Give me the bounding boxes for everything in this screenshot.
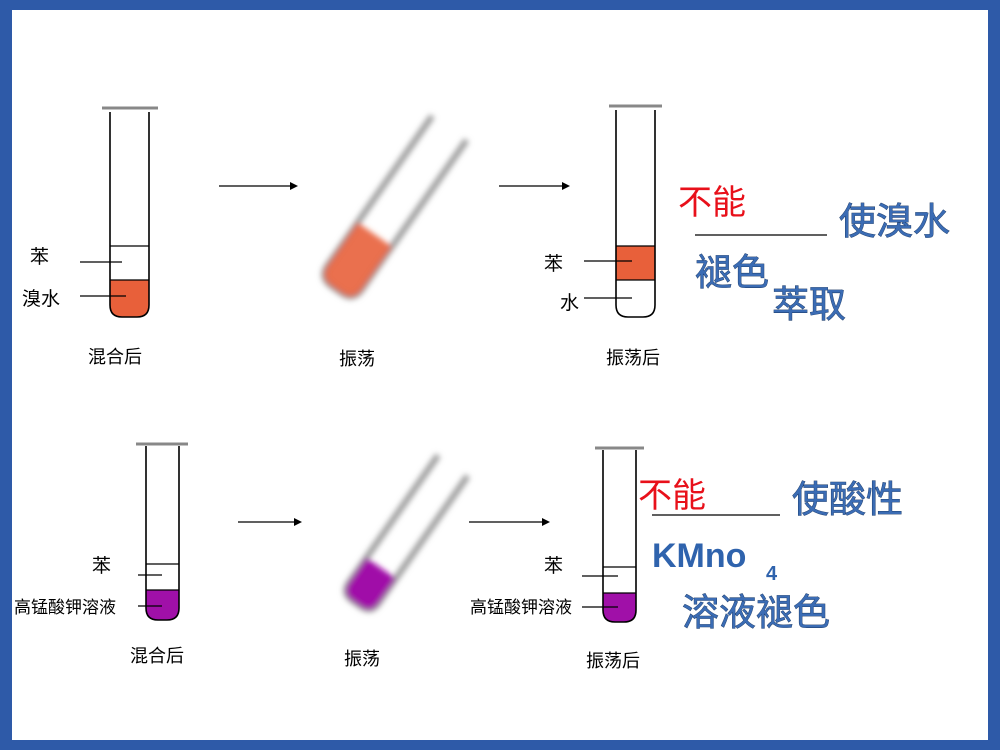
label-water: 水 <box>560 292 579 314</box>
label-kmno4-solution: 高锰酸钾溶液 <box>14 598 116 618</box>
test-tube <box>615 110 656 318</box>
answer-line1: 使酸性 <box>792 478 903 521</box>
caption-after-shaking: 振荡后 <box>606 348 660 369</box>
mixed-liquid <box>346 557 396 610</box>
slide: 苯 溴水 混合后 振荡 苯 水 振荡后 不能 使溴水 褪色 萃取 <box>12 10 988 740</box>
row2-answer: 不能 使酸性 KMno 4 溶液褪色 <box>638 476 903 634</box>
mixed-liquid <box>324 222 392 297</box>
row2-tube3: 苯 高锰酸钾溶液 振荡后 <box>470 446 644 672</box>
answer-line1: 使溴水 <box>839 200 950 243</box>
arrow-head <box>290 182 298 190</box>
label-benzene: 苯 <box>544 555 563 577</box>
answer-line3: 溶液褪色 <box>682 591 830 634</box>
answer-red-text: 不能 <box>678 183 746 223</box>
arrow-head <box>294 518 302 526</box>
caption-shaking: 振荡 <box>339 349 375 370</box>
kmno4-layer <box>603 593 636 622</box>
bromine-water-layer <box>110 280 149 317</box>
answer-red-text: 不能 <box>638 476 706 516</box>
diagram-canvas: 苯 溴水 混合后 振荡 苯 水 振荡后 不能 使溴水 褪色 萃取 <box>14 104 950 672</box>
formula-kmno: KMno <box>652 537 746 575</box>
caption-mixed: 混合后 <box>130 646 184 667</box>
label-benzene: 苯 <box>30 246 49 268</box>
test-tube <box>145 446 180 621</box>
benzene-layer-colored <box>616 246 655 280</box>
label-bromine-water: 溴水 <box>22 288 60 310</box>
row1-tube1: 苯 溴水 混合后 <box>22 106 158 368</box>
arrow-head <box>562 182 570 190</box>
answer-line3: 萃取 <box>772 283 846 326</box>
row1-tube3: 苯 水 振荡后 <box>544 104 662 369</box>
formula-subscript: 4 <box>766 563 778 585</box>
row1-answer: 不能 使溴水 褪色 萃取 <box>678 183 950 326</box>
label-benzene: 苯 <box>544 253 563 275</box>
label-kmno4-solution: 高锰酸钾溶液 <box>470 598 572 618</box>
caption-shaking: 振荡 <box>344 649 380 670</box>
test-tube <box>602 450 637 623</box>
arrow-head <box>542 518 550 526</box>
answer-line2: 褪色 <box>695 251 769 294</box>
caption-mixed: 混合后 <box>88 347 142 368</box>
row2-tube2 <box>343 453 471 613</box>
row2-tube1: 苯 高锰酸钾溶液 混合后 <box>14 442 188 667</box>
kmno4-layer <box>146 590 179 620</box>
row1-tube2 <box>321 114 470 300</box>
label-benzene: 苯 <box>92 555 111 577</box>
test-tube <box>109 112 150 318</box>
caption-after-shaking: 振荡后 <box>586 651 640 672</box>
